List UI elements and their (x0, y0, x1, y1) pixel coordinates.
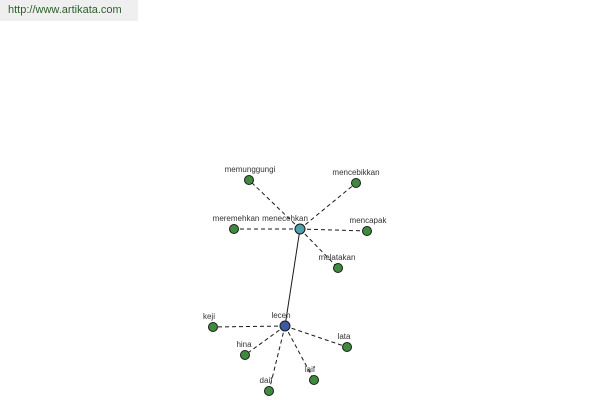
node-label-keji[interactable]: keji (203, 312, 215, 321)
node-mencebikkan[interactable] (351, 178, 361, 188)
edge-hub-link (284, 228, 301, 327)
node-daif[interactable] (264, 386, 274, 396)
node-leceh[interactable] (279, 320, 291, 332)
node-keji[interactable] (208, 322, 218, 332)
node-meremehkan[interactable] (229, 224, 239, 234)
nodes-layer (208, 175, 372, 396)
node-label-memunggungi[interactable]: memunggungi (225, 165, 276, 174)
edge-leceh-keji (212, 325, 286, 328)
edge-mencehkan-memunggungi (248, 179, 301, 230)
edge-leceh-laif (284, 325, 315, 381)
node-label-laif[interactable]: laif (305, 365, 316, 374)
node-label-lata[interactable]: lata (338, 332, 351, 341)
edge-mencehkan-mencapak (299, 228, 368, 232)
node-label-meremehkan[interactable]: meremehkan (213, 214, 260, 223)
node-hina[interactable] (240, 350, 250, 360)
edges-layer (212, 179, 368, 392)
edge-mencehkan-mencebikkan (299, 182, 357, 230)
node-lata[interactable] (342, 342, 352, 352)
node-mencehkan[interactable] (294, 223, 306, 235)
node-mencapak[interactable] (362, 226, 372, 236)
edge-leceh-lata (284, 325, 348, 348)
node-label-mencehkan[interactable]: menecehkan (262, 214, 308, 223)
node-label-daif[interactable]: daif (260, 376, 274, 385)
labels-layer: memunggungi mencebikkan meremehkan mencapak… (203, 165, 387, 385)
node-melatakan[interactable] (333, 263, 343, 273)
node-label-mencapak[interactable]: mencapak (350, 216, 388, 225)
node-laif[interactable] (309, 375, 319, 385)
edge-mencehkan-melatakan (299, 228, 339, 269)
node-label-leceh[interactable]: leceh (271, 311, 290, 320)
node-label-melatakan[interactable]: melatakan (319, 253, 356, 262)
node-label-mencebikkan[interactable]: mencebikkan (332, 168, 379, 177)
edge-leceh-hina (244, 325, 286, 356)
node-memunggungi[interactable] (244, 175, 254, 185)
source-link[interactable]: http://www.artikata.com (0, 0, 138, 21)
node-label-hina[interactable]: hina (236, 340, 252, 349)
